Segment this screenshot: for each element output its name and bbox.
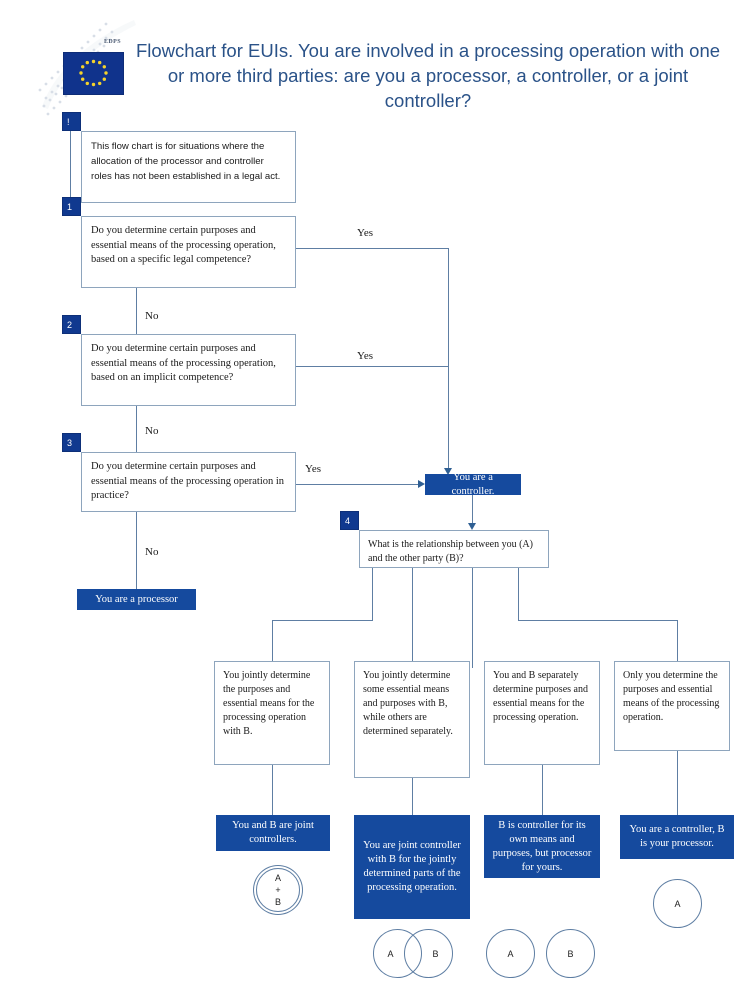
edge-q1-yes-vertical [448, 248, 449, 470]
venn-sole-controller-circle-a: A [653, 879, 702, 928]
note-box: This flow chart is for situations where … [81, 131, 296, 203]
result-box-4: You are a controller, B is your processo… [620, 815, 734, 859]
branch-stub-3 [472, 568, 473, 668]
edge-q3-yes-arrowhead [418, 480, 425, 488]
venn3-label-b: B [567, 948, 574, 959]
edge-label-q3-yes: Yes [305, 463, 322, 475]
branch-drop-4 [677, 620, 678, 668]
venn-separate-circle-a: A [486, 929, 535, 978]
option-box-1: You jointly determine the purposes and e… [214, 661, 330, 765]
edge-label-q3-no: No [145, 546, 159, 558]
venn2-label-a: A [387, 948, 394, 959]
badge-q4: 4 [340, 511, 359, 530]
edps-wordmark: EDPS [104, 39, 121, 45]
edge-controller-to-q4 [472, 495, 473, 525]
edge-controller-to-q4-arrowhead [468, 523, 476, 530]
branch-drop-1 [272, 620, 273, 668]
badge-q2: 2 [62, 315, 81, 334]
branch-elbow-1 [272, 620, 373, 621]
venn3-label-a: A [507, 948, 514, 959]
venn2-label-b: B [432, 948, 439, 959]
venn-partial-joint-circle-b: B [404, 929, 453, 978]
venn-separate-circle-b: B [546, 929, 595, 978]
venn1-label-plus: + [275, 885, 281, 895]
result-box-1: You and B are joint controllers. [216, 815, 330, 851]
branch-elbow-4 [518, 620, 677, 621]
option-box-2: You jointly determine some essential mea… [354, 661, 470, 778]
connector-opt2-res2 [412, 778, 413, 815]
branch-stub-1 [372, 568, 373, 620]
edge-q1-yes-arrowhead [444, 468, 452, 475]
connector-opt4-res4 [677, 751, 678, 815]
venn1-label-a: A [274, 873, 281, 883]
result-processor: You are a processor [77, 589, 196, 610]
question-box-1: Do you determine certain purposes and es… [81, 216, 296, 288]
edge-q2-no-vertical [136, 406, 137, 462]
edge-q3-no-vertical [136, 512, 137, 589]
badge-note: ! [62, 112, 81, 131]
result-controller: You are a controller. [425, 472, 521, 497]
connector-opt3-res3 [542, 765, 543, 815]
question-box-4: What is the relationship between you (A)… [359, 530, 549, 568]
eu-stars-graphic [79, 59, 108, 87]
result-box-2: You are joint controller with B for the … [354, 815, 470, 919]
eu-flag-icon [63, 52, 124, 95]
badge-q3: 3 [62, 433, 81, 452]
edps-logo: EDPS [34, 12, 144, 122]
question-box-3: Do you determine certain purposes and es… [81, 452, 296, 512]
venn1-label-b: B [274, 897, 281, 907]
branch-stub-2 [412, 568, 413, 668]
edge-q1-yes-horizontal [296, 248, 448, 249]
edge-q3-yes-horizontal [296, 484, 418, 485]
edge-label-q1-yes: Yes [357, 227, 374, 239]
edge-label-q2-no: No [145, 425, 159, 437]
venn-joint-controllers: A + B [256, 868, 300, 912]
venn4-label-a: A [674, 898, 681, 909]
edge-q2-yes-horizontal [296, 366, 448, 367]
badge-q1: 1 [62, 197, 81, 216]
edge-label-q2-yes: Yes [357, 350, 374, 362]
page-title: Flowchart for EUIs. You are involved in … [135, 40, 721, 111]
branch-stub-4 [518, 568, 519, 620]
connector-opt1-res1 [272, 765, 273, 815]
option-box-3: You and B separately determine purposes … [484, 661, 600, 765]
edge-label-q1-no: No [145, 310, 159, 322]
result-box-3: B is controller for its own means and pu… [484, 815, 600, 878]
question-box-2: Do you determine certain purposes and es… [81, 334, 296, 406]
edge-q1-no-vertical [136, 288, 137, 344]
option-box-4: Only you determine the purposes and esse… [614, 661, 730, 751]
connector-note-badge-rail [70, 131, 71, 205]
